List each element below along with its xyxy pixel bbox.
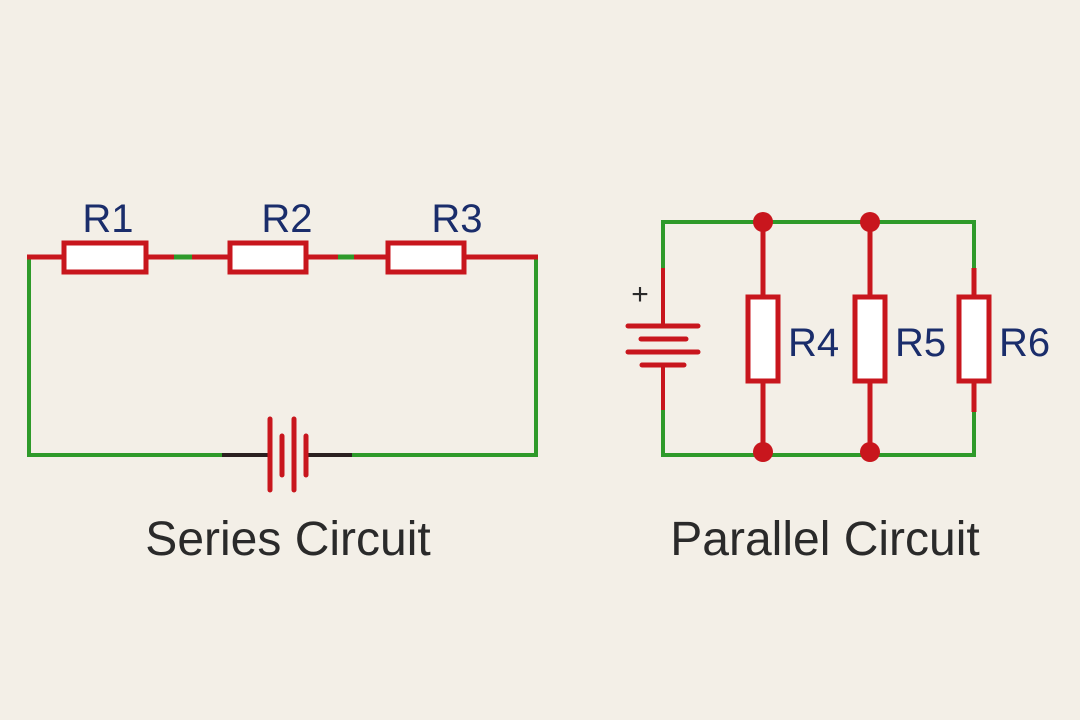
resistor-label-r5: R5 [895,321,946,365]
resistor-r5 [852,294,888,384]
parallel-title: Parallel Circuit [670,513,979,566]
junction-node [860,442,880,462]
junction-node [753,212,773,232]
junction-node [860,212,880,232]
battery-icon [222,416,352,493]
series-title: Series Circuit [145,513,430,566]
resistor-label-r2: R2 [261,197,312,241]
resistor-label-r3: R3 [431,197,482,241]
series-circuit: R1 R2 R3 Series Circuit [27,197,538,566]
parallel-wire-top [661,220,976,270]
resistor-r1 [61,240,149,275]
resistor-label-r4: R4 [788,321,839,365]
parallel-circuit: + R4 R5 R6 Parallel Circuit [625,212,1050,566]
battery-positive-sign: + [631,278,649,311]
resistor-label-r6: R6 [999,321,1050,365]
series-wire-left [27,257,225,457]
resistor-r6 [956,294,992,384]
battery-icon [625,268,701,410]
resistor-r3 [385,240,467,275]
junction-node [753,442,773,462]
parallel-wire-bottom [661,410,976,457]
resistor-label-r1: R1 [82,197,133,241]
resistor-r2 [227,240,309,275]
series-wire-right [352,257,538,457]
resistor-r4 [745,294,781,384]
